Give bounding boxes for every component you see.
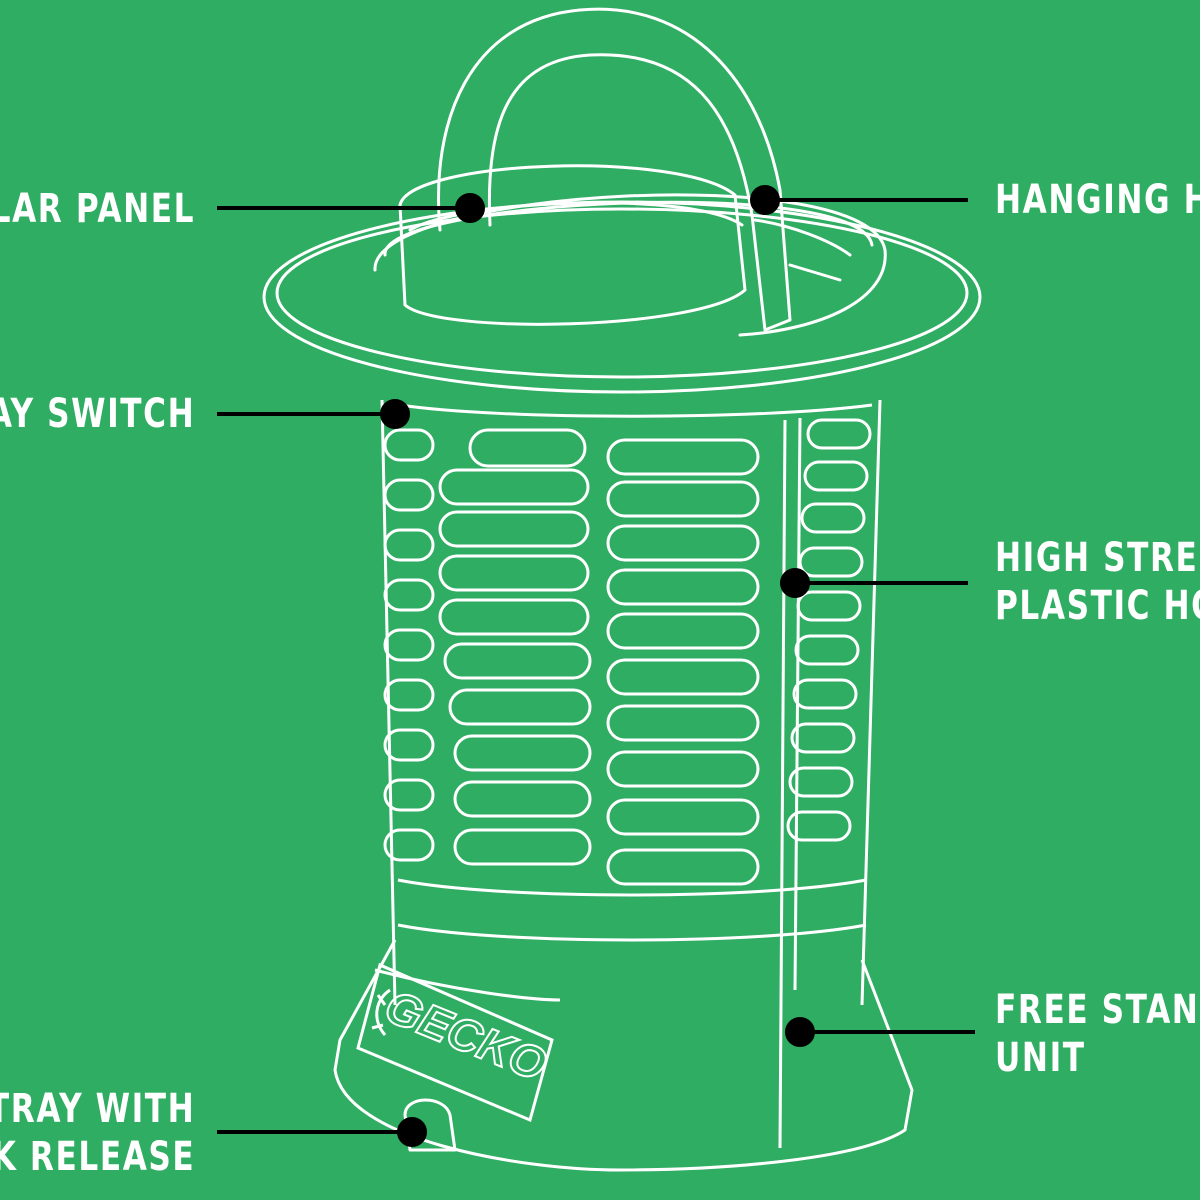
callout-hanging-hook: HANGING HO <box>995 176 1200 224</box>
callout-hanging-hook-line-1: HANGING HO <box>995 177 1200 223</box>
callout-free-standing-line-2: UNIT <box>995 1035 1086 1081</box>
callout-tray-line-1: TRAY WITH <box>0 1086 196 1132</box>
cage-housing <box>380 399 882 1006</box>
solar-panel-dome <box>398 164 747 326</box>
canopy-brim-inner <box>275 207 969 379</box>
lantern-outline <box>262 7 982 394</box>
callout-housing: HIGH STREN PLASTIC HO <box>995 534 1200 630</box>
callout-free-standing: FREE STAND UNIT <box>995 986 1200 1082</box>
callout-tray-line-2: CK RELEASE <box>0 1134 195 1180</box>
leader-lines <box>217 185 975 1147</box>
base-unit <box>333 939 914 1172</box>
tray-release-tab <box>403 1098 457 1152</box>
callout-switch-line-1: WAY SWITCH <box>0 391 195 437</box>
callout-housing-line-1: HIGH STREN <box>995 535 1200 581</box>
callout-housing-line-2: PLASTIC HO <box>995 583 1200 629</box>
lantern-body <box>333 399 914 1172</box>
vent-slots <box>383 418 872 886</box>
hanging-hook-handle <box>437 7 792 332</box>
callout-tray: TRAY WITH CK RELEASE <box>0 1085 195 1181</box>
callout-solar-panel: OLAR PANEL <box>0 185 195 233</box>
gecko-icon <box>371 988 391 1036</box>
brand-logo-text: GECKO <box>378 979 554 1090</box>
callout-solar-panel-line-1: OLAR PANEL <box>0 186 195 232</box>
callout-free-standing-line-1: FREE STAND <box>995 987 1200 1033</box>
callout-switch: WAY SWITCH <box>0 390 195 438</box>
